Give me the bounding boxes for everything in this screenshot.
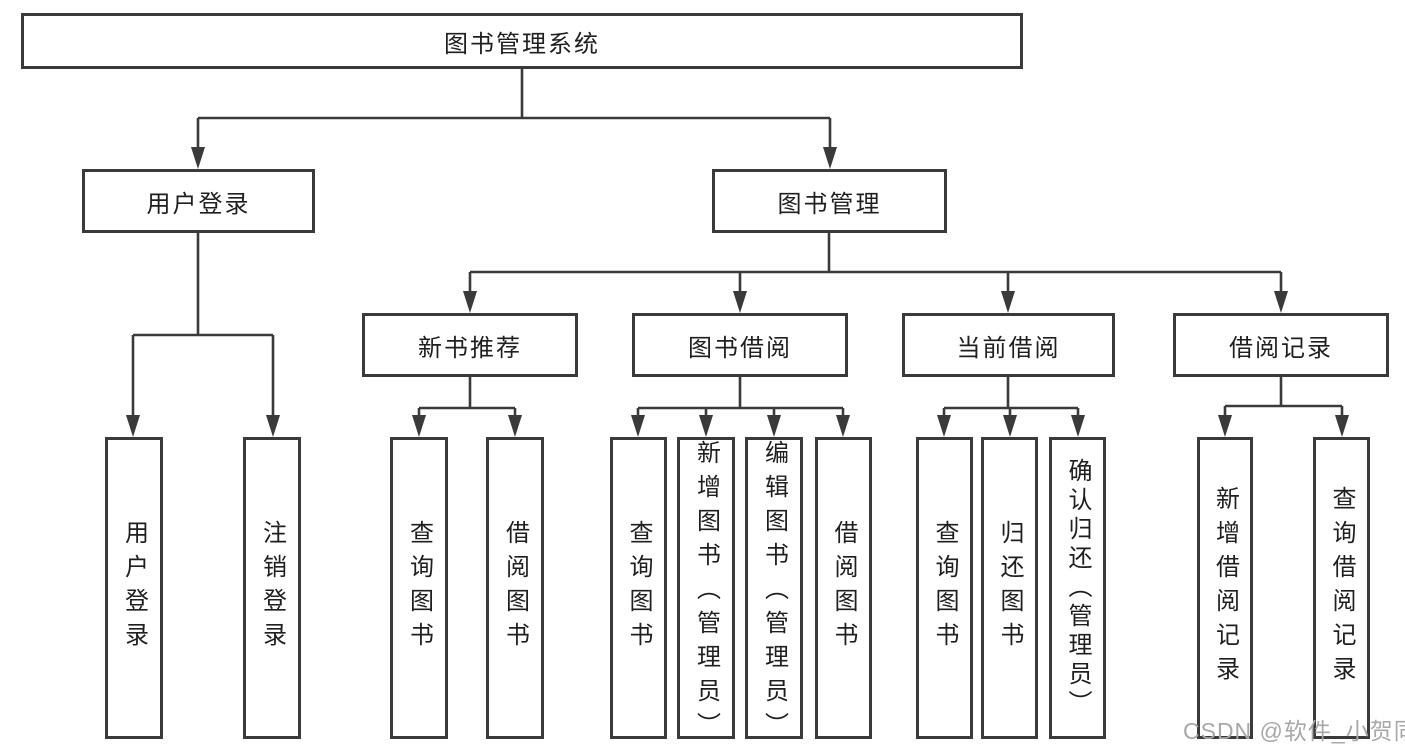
node-borrowing-query-books: 查询图书	[610, 437, 667, 739]
node-user-login: 用户登录	[82, 169, 315, 233]
node-borrowing-add-books-admin: 新增图书（管理员）	[677, 437, 735, 746]
node-borrowing-edit-books-admin: 编辑图书（管理员）	[745, 437, 803, 746]
node-root: 图书管理系统	[21, 13, 1023, 69]
node-records-query-record: 查询借阅记录	[1313, 437, 1370, 739]
node-recommend-query-books: 查询图书	[390, 437, 448, 739]
node-book-management: 图书管理	[712, 169, 947, 233]
node-records-add-record: 新增借阅记录	[1197, 437, 1253, 739]
node-new-book-recommend: 新书推荐	[362, 313, 578, 377]
arrowheads	[126, 147, 1349, 437]
node-recommend-borrow-books: 借阅图书	[486, 437, 544, 739]
node-current-confirm-return-admin: 确认归还（管理员）	[1049, 437, 1106, 739]
node-borrowing-borrow-books: 借阅图书	[815, 437, 872, 739]
node-book-borrowing: 图书借阅	[632, 313, 848, 377]
node-current-borrowing: 当前借阅	[902, 313, 1115, 377]
node-borrowing-records: 借阅记录	[1173, 313, 1389, 377]
node-logout-action: 注销登录	[243, 437, 301, 739]
csdn-watermark: CSDN @软件_小贺同学	[1183, 718, 1405, 744]
node-current-return-books: 归还图书	[981, 437, 1038, 739]
node-user-login-action: 用户登录	[105, 437, 163, 739]
node-current-query-books: 查询图书	[916, 437, 973, 739]
